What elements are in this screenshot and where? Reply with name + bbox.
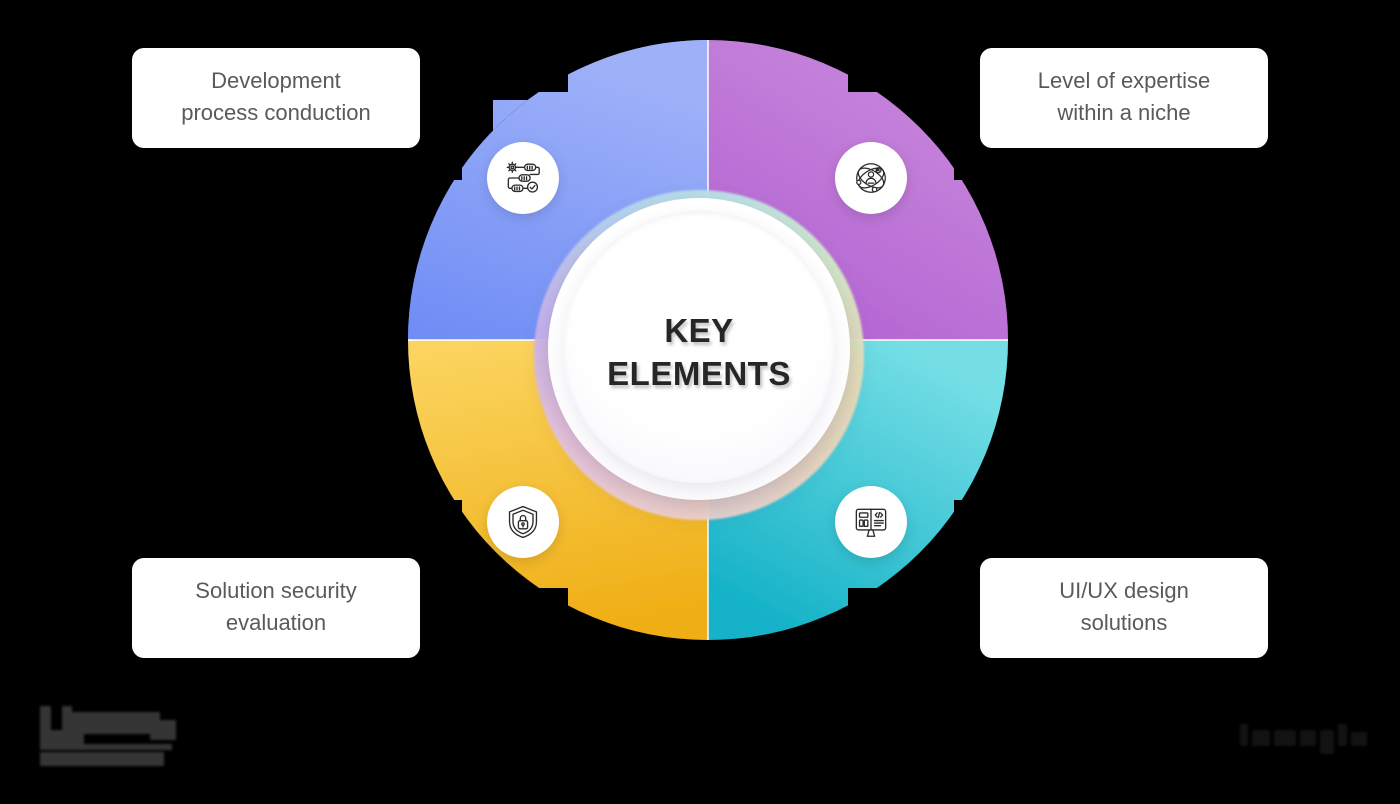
- label-line1: UI/UX design: [1059, 578, 1189, 603]
- label-card-solution-security[interactable]: Solution security evaluation: [132, 558, 420, 658]
- key-elements-wheel: [398, 30, 1018, 650]
- watermark-logo-left: [32, 700, 204, 766]
- label-line2: process conduction: [181, 99, 371, 125]
- label-line1: Solution security: [195, 578, 357, 603]
- wheel-svg: [398, 30, 1018, 650]
- label-card-level-of-expertise[interactable]: Level of expertise within a niche: [980, 48, 1268, 148]
- workflow-process-icon: [504, 159, 542, 197]
- label-line2: solutions: [1080, 609, 1168, 635]
- expertise-atom-person-icon: [852, 159, 890, 197]
- watermark-logo-right: [1228, 716, 1384, 756]
- label-line1: Development: [211, 68, 341, 93]
- label-card-development-process[interactable]: Development process conduction: [132, 48, 420, 148]
- expertise-badge[interactable]: [835, 142, 907, 214]
- shield-lock-icon: [504, 503, 542, 541]
- monitor-code-layout-icon: [852, 503, 890, 541]
- uiux-design-badge[interactable]: [835, 486, 907, 558]
- label-line2: within a niche: [1057, 99, 1191, 125]
- label-line2: evaluation: [225, 609, 327, 635]
- label-card-uiux-design[interactable]: UI/UX design solutions: [980, 558, 1268, 658]
- security-badge[interactable]: [487, 486, 559, 558]
- label-line1: Level of expertise: [1037, 68, 1211, 93]
- workflow-process-badge[interactable]: [487, 142, 559, 214]
